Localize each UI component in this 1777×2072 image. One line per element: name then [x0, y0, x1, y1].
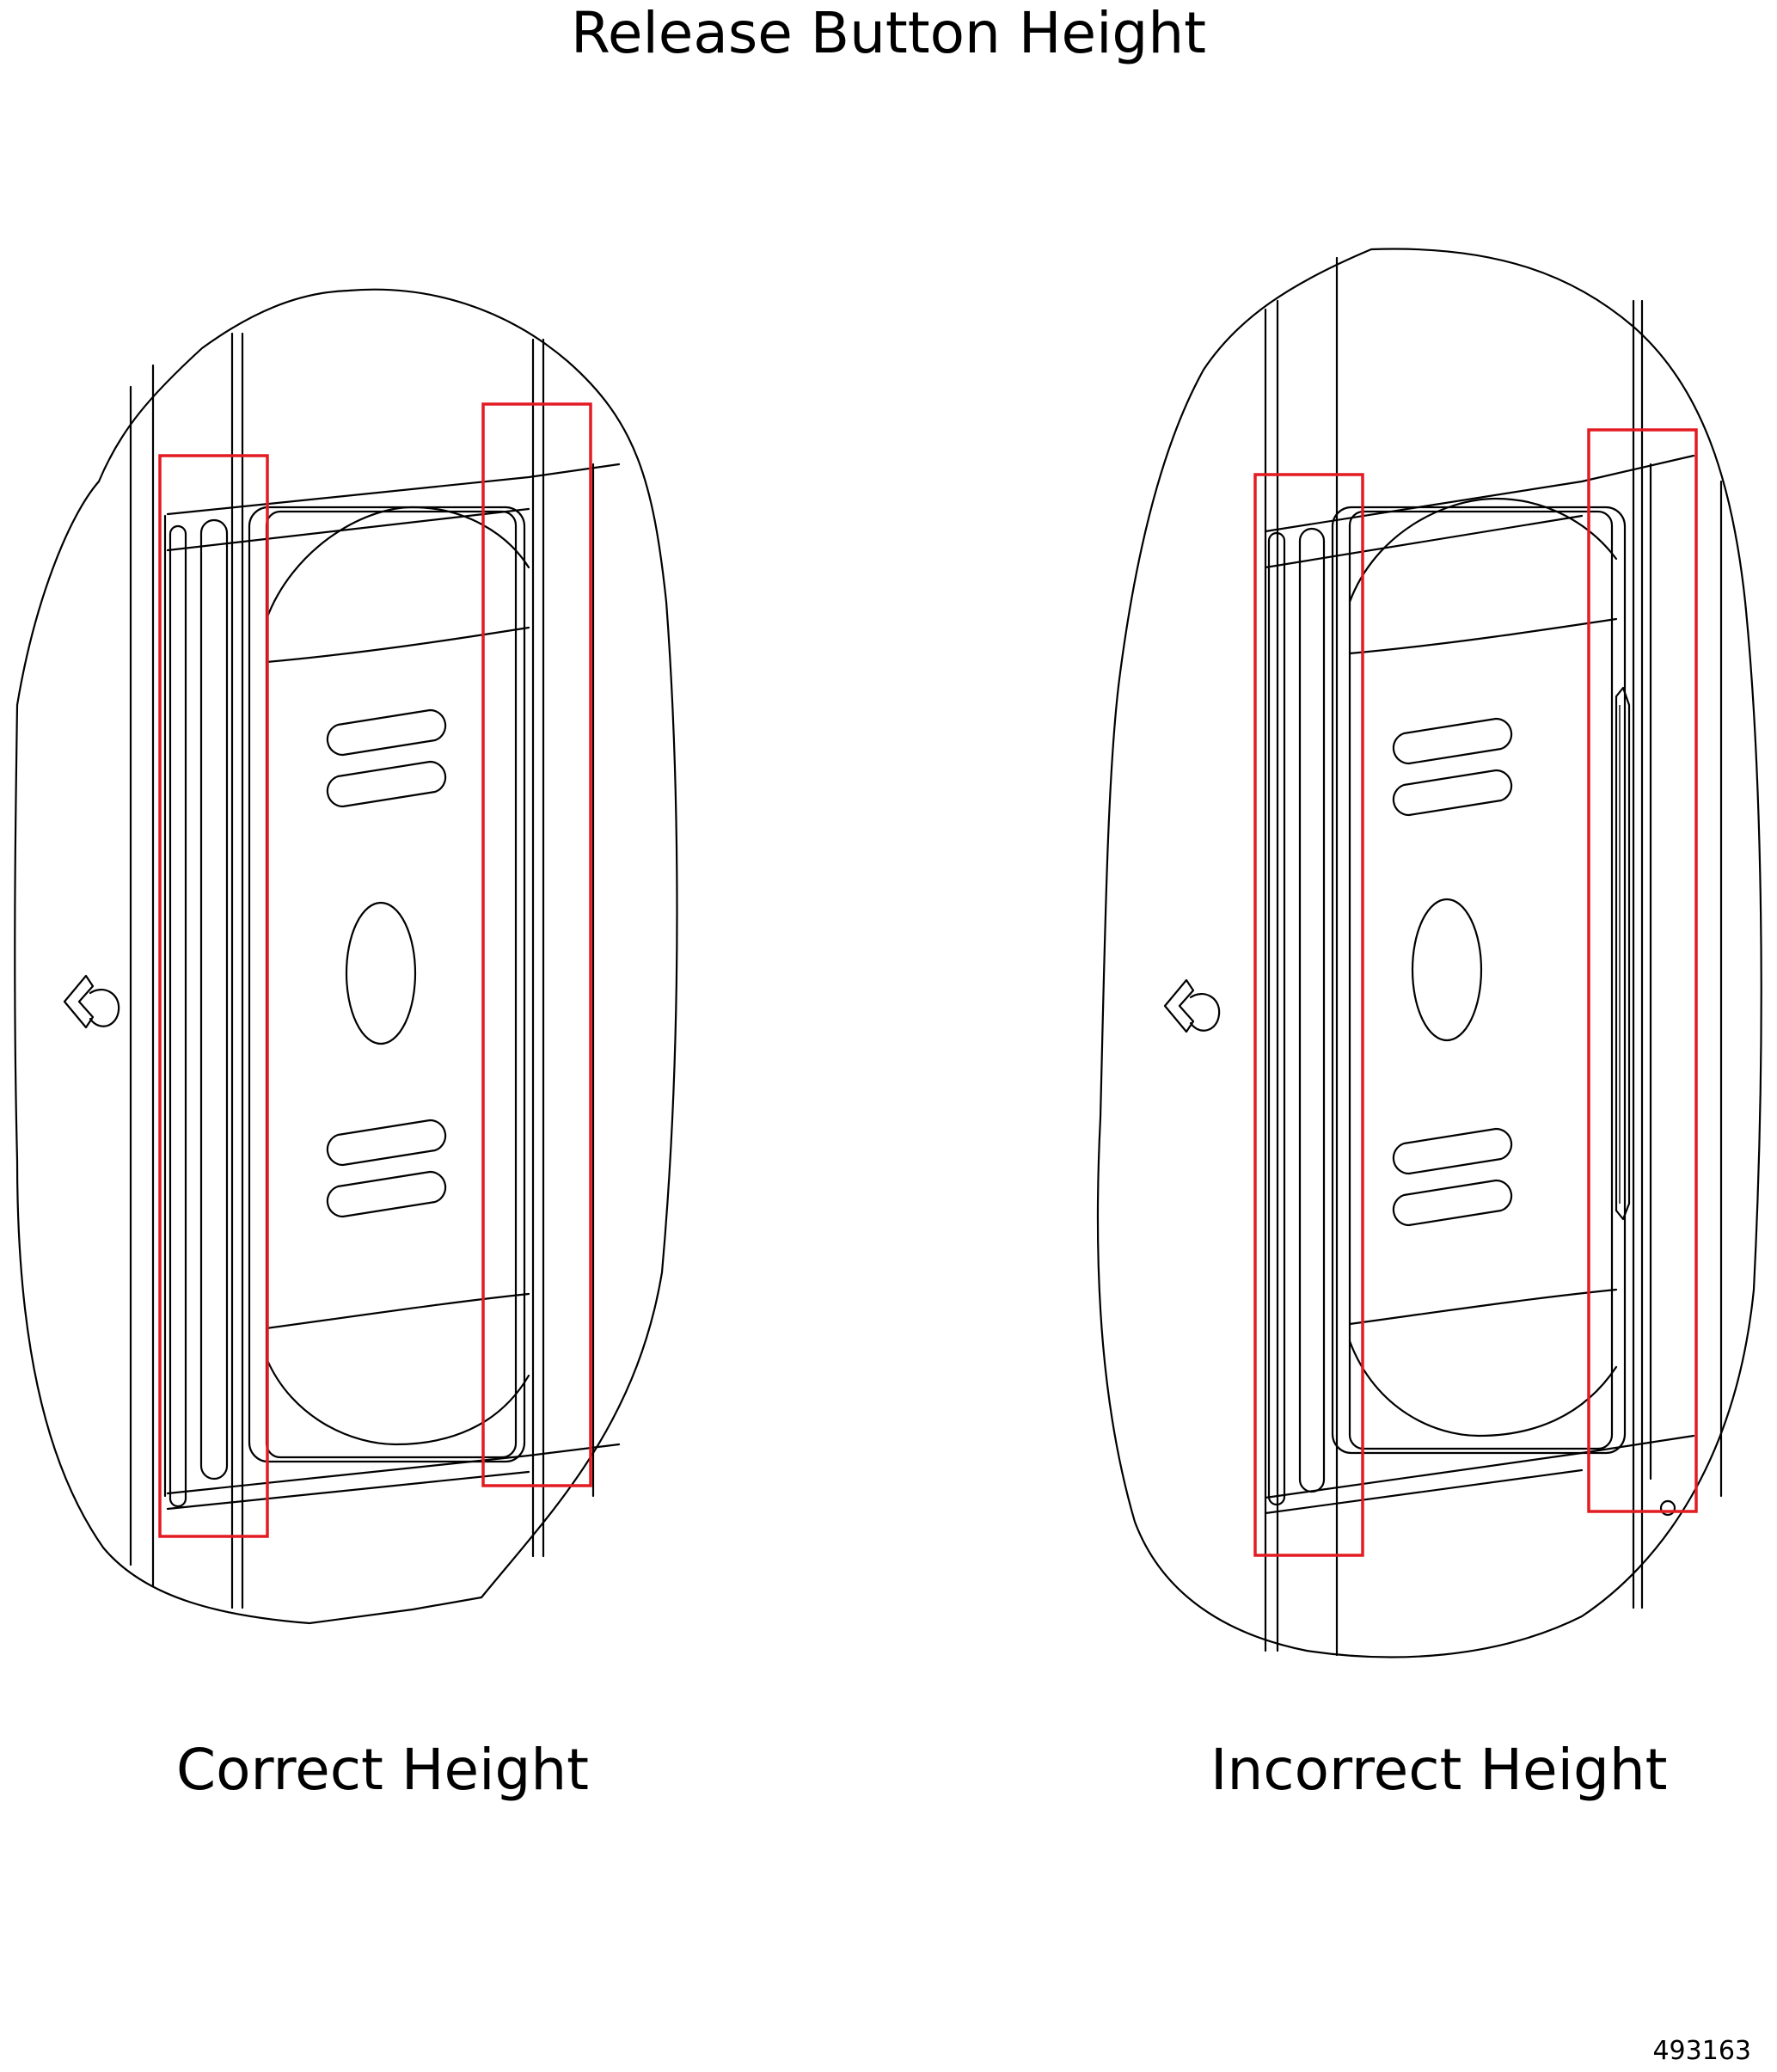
incorrect-height-illustration: [1096, 248, 1762, 1658]
figure-id: 493163: [1652, 2036, 1751, 2066]
highlight-box-left: [158, 454, 269, 1538]
right-rail: [1632, 299, 1723, 1609]
left-rail: [129, 332, 244, 1609]
center-oval: [345, 901, 417, 1045]
detail-outline: [14, 288, 678, 1625]
left-rail: [1264, 256, 1339, 1657]
grip-ridges: [326, 708, 447, 1218]
correct-height-illustration: [14, 288, 678, 1625]
highlight-box-right: [481, 402, 592, 1487]
grip-ridges: [1392, 717, 1513, 1227]
release-arrow-icon: [1163, 978, 1221, 1033]
correct-height-caption: Correct Height: [176, 1737, 590, 1803]
highlight-box-right: [1587, 428, 1698, 1513]
highlight-box-left: [1253, 473, 1364, 1557]
incorrect-height-caption: Incorrect Height: [1210, 1737, 1668, 1803]
page-title: Release Button Height: [570, 0, 1207, 66]
right-rail: [531, 338, 595, 1558]
detail-outline: [1096, 248, 1762, 1658]
protruding-button-edge: [1615, 686, 1631, 1221]
release-arrow-icon: [63, 974, 120, 1029]
center-oval: [1411, 898, 1483, 1042]
